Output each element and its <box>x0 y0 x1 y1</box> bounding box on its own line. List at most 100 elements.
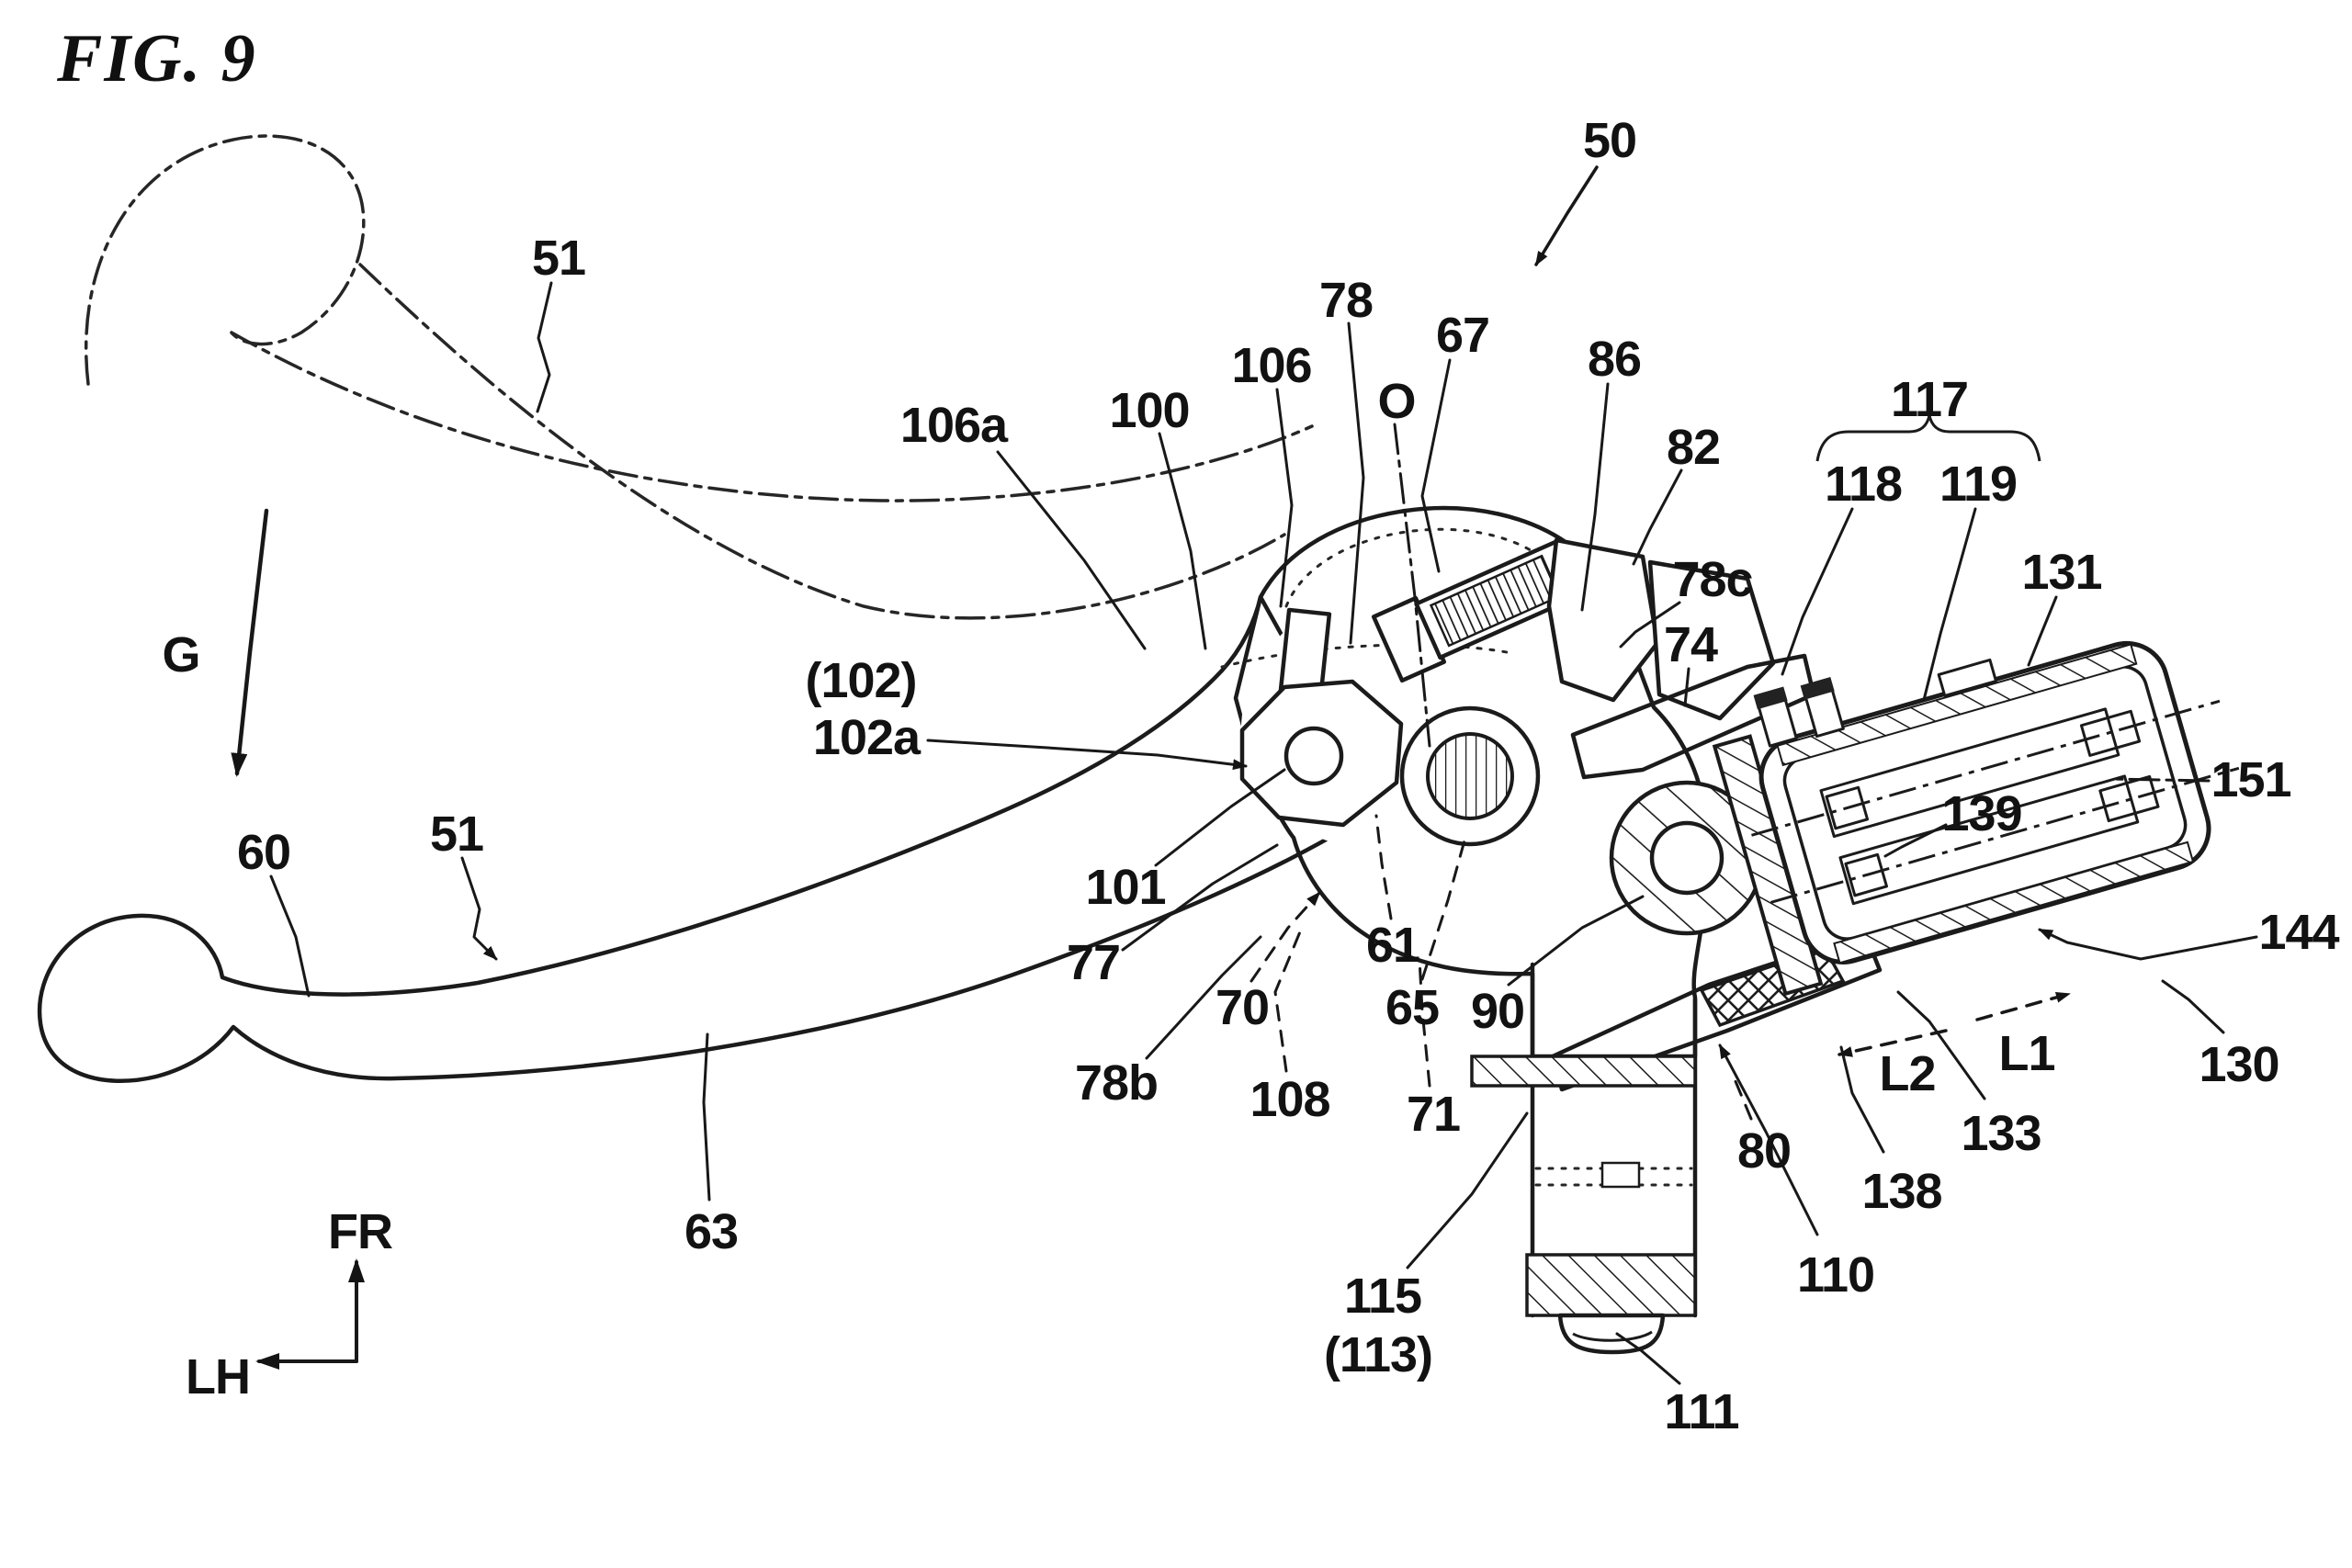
ref-LH: LH <box>186 1349 250 1404</box>
leader-ref-133 <box>1896 990 1986 1100</box>
ref-130: 130 <box>2199 1037 2278 1092</box>
lower-arm-band <box>1550 931 1883 1092</box>
leader-ref-101 <box>1154 768 1286 867</box>
ref-86: 86 <box>1588 332 1641 387</box>
ref-102a: 102a <box>813 710 922 765</box>
ref-L1: L1 <box>1998 1026 2054 1081</box>
leader-ref-78c <box>1619 601 1681 649</box>
ref-138: 138 <box>1861 1164 1941 1219</box>
leader-ref-61 <box>1374 814 1393 920</box>
leader-ref-119 <box>1922 507 1977 702</box>
leader-ref-151 <box>2111 777 2211 783</box>
leader-ref-60 <box>269 874 311 998</box>
ref-144: 144 <box>2258 905 2339 960</box>
leader-ref-70 <box>1250 891 1321 983</box>
clamp-split-notch <box>1600 1161 1641 1189</box>
ref-FR: FR <box>328 1204 392 1259</box>
brace-117 <box>1815 413 2041 462</box>
stud-118 <box>1753 686 1798 748</box>
leader-ref-144 <box>2038 928 2258 961</box>
ref-113-paren: (113) <box>1324 1327 1432 1382</box>
ref-71: 71 <box>1407 1087 1460 1142</box>
leader-ref-100 <box>1158 432 1207 650</box>
ref-77: 77 <box>1067 935 1120 990</box>
clamp-bolt-head-111 <box>1557 1313 1666 1355</box>
cam-bolt <box>1283 726 1344 786</box>
ref-78b: 78b <box>1075 1055 1158 1111</box>
swivel-joint-pin <box>1649 820 1724 896</box>
ref-133: 133 <box>1961 1106 2041 1161</box>
phantom-lever-top-edge <box>230 331 1314 502</box>
ref-110: 110 <box>1797 1247 1874 1303</box>
ref-151: 151 <box>2211 752 2290 807</box>
leader-ref-106a <box>996 450 1147 650</box>
phantom-lever-bottom-edge <box>358 263 1286 620</box>
ref-102-paren: (102) <box>805 653 916 708</box>
leader-ref-80 <box>1731 1073 1753 1121</box>
figure-title: FIG. 9 <box>56 21 257 96</box>
leader-ref-G <box>231 508 269 777</box>
leader-ref-110 <box>1718 1043 1819 1236</box>
case-bottom-hatch-band <box>1833 840 2195 964</box>
leader-ref-51-lower <box>460 856 498 961</box>
plate-82-78c <box>1647 559 1776 721</box>
axis-line-lower <box>1770 766 2240 904</box>
ref-61: 61 <box>1366 918 1419 973</box>
leader-ref-67 <box>1420 358 1452 573</box>
ref-119: 119 <box>1939 457 2017 512</box>
leader-ref-82 <box>1632 468 1683 566</box>
leader-ref-O <box>1393 423 1431 748</box>
ref-101: 101 <box>1085 860 1165 915</box>
leader-ref-118 <box>1781 507 1854 676</box>
ref-78: 78 <box>1319 273 1373 328</box>
leader-ref-78b <box>1145 935 1262 1060</box>
stud-119 <box>1800 676 1845 739</box>
ref-100: 100 <box>1109 383 1189 438</box>
drawing-layer <box>37 134 2240 1355</box>
leader-ref-74 <box>1683 667 1690 707</box>
leader-ref-108 <box>1273 928 1303 1073</box>
leader-ref-139 <box>1883 823 1948 858</box>
leader-ref-130 <box>2161 979 2225 1034</box>
plate-86 <box>1546 537 1660 703</box>
lever-blade <box>37 594 1381 1084</box>
leader-lines-layer <box>231 165 2258 1385</box>
case-latch-151 <box>1937 658 1998 697</box>
case-top-hatch-band <box>1776 643 2138 767</box>
ref-80: 80 <box>1737 1123 1791 1179</box>
ref-50: 50 <box>1583 113 1636 168</box>
ref-111: 111 <box>1664 1384 1738 1439</box>
leader-ref-86 <box>1580 382 1610 612</box>
master-cylinder-assembly <box>1712 640 2240 997</box>
leader-ref-50 <box>1534 165 1599 266</box>
pivot-pin <box>1426 732 1514 820</box>
ref-106: 106 <box>1231 338 1311 393</box>
ref-139: 139 <box>1941 786 2021 841</box>
ref-108: 108 <box>1250 1072 1329 1127</box>
ref-G: G <box>162 627 199 682</box>
ref-131: 131 <box>2021 545 2101 600</box>
leader-ref-131 <box>2027 595 2058 667</box>
leader-ref-138 <box>1839 1045 1885 1154</box>
ref-78c: 78c <box>1672 552 1752 607</box>
leader-ref-78 <box>1347 321 1365 645</box>
leader-ref-L1 <box>1975 991 2071 1021</box>
ref-82: 82 <box>1667 420 1720 475</box>
leader-ref-65 <box>1420 832 1468 981</box>
phantom-lever-curl <box>84 134 366 386</box>
dotted-line-mid <box>1220 643 1509 669</box>
leader-ref-63 <box>702 1032 711 1201</box>
handlebar-clamp <box>1470 962 1698 1355</box>
ref-65: 65 <box>1385 980 1439 1035</box>
bolt-head-line <box>1572 1330 1653 1342</box>
leader-ref-90 <box>1507 895 1645 987</box>
ref-60: 60 <box>237 825 290 880</box>
ref-63: 63 <box>684 1204 738 1259</box>
axis-line-upper <box>1751 699 2221 837</box>
ref-70: 70 <box>1216 980 1269 1035</box>
leader-ref-111 <box>1615 1332 1681 1385</box>
leader-ref-77 <box>1121 843 1279 952</box>
